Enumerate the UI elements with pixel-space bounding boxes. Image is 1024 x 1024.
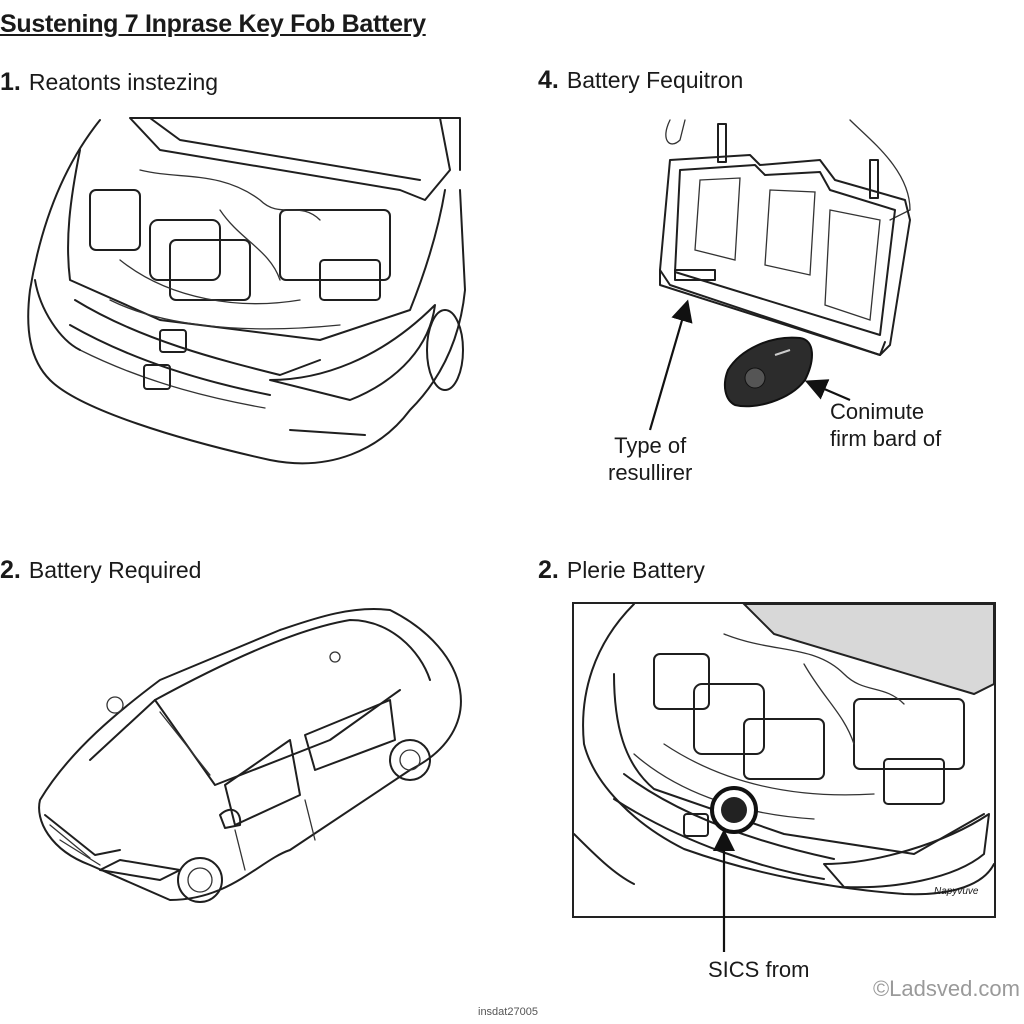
- step-2b-heading: 2. Plerie Battery: [538, 556, 705, 585]
- engine-bay-detail-illustration: [574, 604, 994, 896]
- step-number: 2.: [538, 556, 559, 584]
- callout-type-of-resullirer: Type of resullirer: [608, 432, 692, 486]
- step-label: Battery Fequitron: [566, 67, 744, 93]
- corner-tag: Napyvuve: [934, 886, 979, 897]
- callout-line: firm bard of: [830, 426, 942, 451]
- page-title: Sustening 7 Inprase Key Fob Battery: [0, 10, 426, 38]
- callout-sics-from: SICS from: [708, 957, 810, 982]
- engine-bay-detail-frame: [572, 602, 996, 918]
- watermark: ©Ladsved.com: [872, 976, 1020, 1001]
- footer-code: insdat27005: [478, 1006, 538, 1018]
- sensor-highlight-icon: [710, 786, 758, 834]
- sedan-illustration: [38, 608, 462, 903]
- step-number: 4.: [538, 66, 559, 94]
- step-number: 2.: [0, 556, 21, 584]
- callout-conimute: Conimute firm bard of: [830, 398, 941, 452]
- step-1-heading: 1. Reatonts instezing: [0, 68, 218, 97]
- step-2-heading: 2. Battery Required: [0, 556, 201, 585]
- sensor-callout-arrow: [713, 829, 735, 952]
- callout-line: Conimute: [830, 399, 925, 424]
- engine-bay-illustration: [27, 117, 466, 465]
- callout-line: resullirer: [608, 460, 693, 485]
- callout-line: Type of: [614, 433, 687, 458]
- callout-arrows: [648, 299, 851, 431]
- step-label: Battery Required: [28, 557, 202, 583]
- battery-cover-illustration: [659, 119, 911, 408]
- step-4-heading: 4. Battery Fequitron: [538, 66, 743, 95]
- step-number: 1.: [0, 68, 21, 96]
- step-label: Plerie Battery: [566, 557, 705, 583]
- step-label: Reatonts instezing: [28, 69, 219, 95]
